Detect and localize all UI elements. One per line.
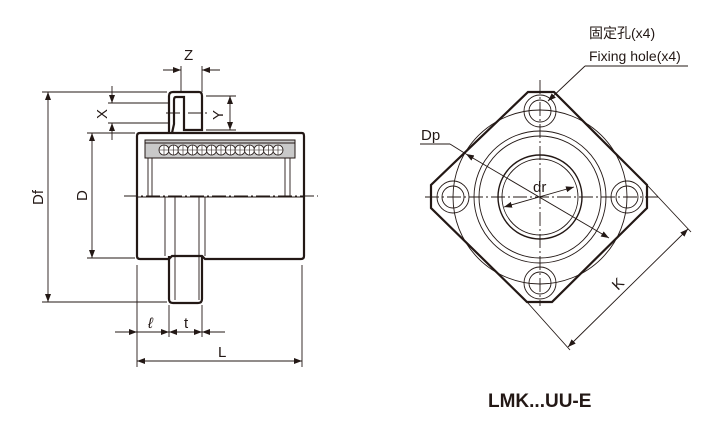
dim-y-label: Y — [210, 110, 227, 120]
ball-cross — [168, 145, 179, 155]
dim-dr-label: dr — [533, 179, 546, 196]
dim-dp-label: Dp — [421, 127, 440, 144]
front-view: Dp dr K 固定孔(x4) Fixing hole(x4) — [420, 25, 692, 351]
model-name: LMK...UU-E — [488, 391, 591, 412]
ball-cross — [263, 145, 274, 155]
ball-cross — [244, 145, 255, 155]
ball-cross — [187, 145, 198, 155]
side-view: Z X Y Df D ℓ t L — [30, 47, 318, 367]
dim-z-label: Z — [184, 47, 193, 64]
ball-cross — [235, 145, 245, 155]
ball-cross — [273, 145, 283, 155]
ball-cross — [225, 145, 236, 155]
ball-row — [158, 144, 284, 156]
dim-d-label: D — [74, 190, 91, 201]
dim-df-label: Df — [30, 189, 47, 205]
dim-l-label: L — [218, 344, 226, 361]
ball-cross — [178, 145, 188, 155]
dim-x-label: X — [94, 109, 111, 119]
fixing-hole-label-cn: 固定孔(x4) — [589, 25, 655, 41]
dim-t-label: t — [184, 315, 189, 332]
dim-l-small-label: ℓ — [147, 315, 154, 332]
ball-cross — [206, 145, 217, 155]
ball-cross — [197, 145, 207, 155]
ball-cross — [159, 145, 169, 155]
flange — [167, 90, 204, 305]
ball-cross — [254, 145, 264, 155]
ball-cross — [216, 145, 226, 155]
fixing-hole-label-en: Fixing hole(x4) — [589, 48, 681, 64]
